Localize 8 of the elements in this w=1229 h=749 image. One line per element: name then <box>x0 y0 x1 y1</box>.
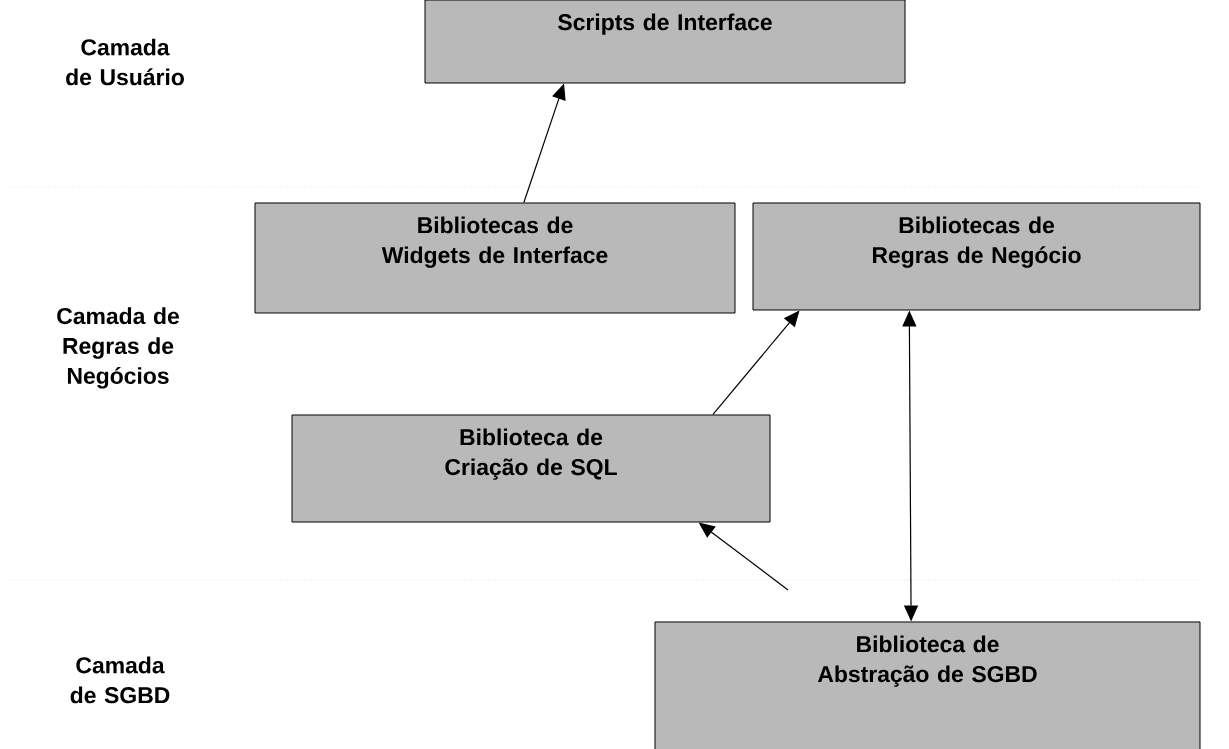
layer-label: Camada de Regras de Negócios <box>57 307 179 389</box>
layer-label: Camada de Usuário <box>66 38 184 86</box>
layer-label: Camada de SGBD <box>70 656 170 704</box>
library-box: Bibliotecas de Widgets de Interface <box>254 202 736 314</box>
library-box: Biblioteca de Abstração de SGBD <box>654 621 1201 749</box>
library-box: Bibliotecas de Regras de Negócio <box>752 202 1201 311</box>
library-box: Biblioteca de Criação de SQL <box>291 414 771 523</box>
library-box: Scripts de Interface <box>424 0 906 84</box>
